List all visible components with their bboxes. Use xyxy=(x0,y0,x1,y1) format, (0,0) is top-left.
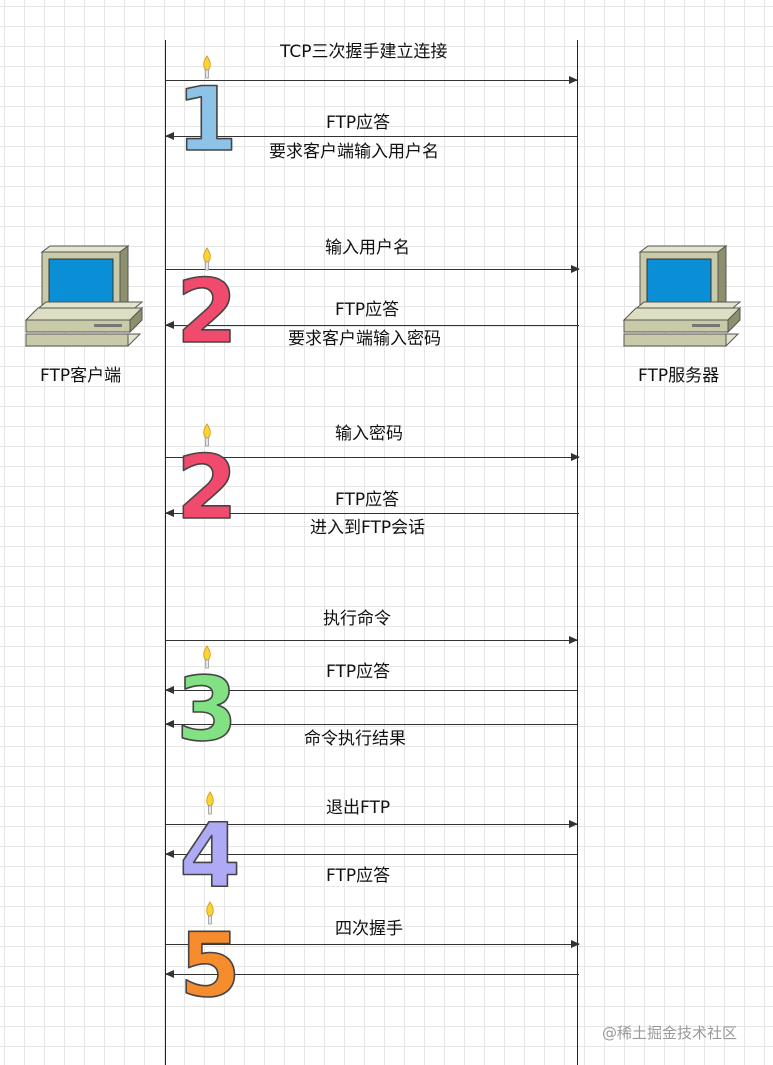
msg-command-result: 命令执行结果 xyxy=(304,729,406,749)
step-number: 5 xyxy=(179,914,240,1017)
arrow-server-to-client xyxy=(165,509,579,517)
msg-request-username: 要求客户端输入用户名 xyxy=(269,142,439,162)
client-lifeline xyxy=(165,40,166,1065)
server-screen xyxy=(646,258,712,304)
msg-ftp-reply: FTP应答 xyxy=(326,866,391,886)
arrow-server-to-client xyxy=(165,720,577,728)
client-label: FTP客户端 xyxy=(40,366,122,386)
msg-ftp-reply: FTP应答 xyxy=(326,113,391,133)
msg-input-password: 输入密码 xyxy=(335,424,403,444)
step-candle-3-icon: 3 xyxy=(172,642,242,762)
arrow-server-to-client xyxy=(165,686,577,694)
msg-ftp-reply: FTP应答 xyxy=(326,662,391,682)
msg-four-way-handshake: 四次握手 xyxy=(335,919,403,939)
msg-ftp-reply: FTP应答 xyxy=(335,490,400,510)
arrow-server-to-client xyxy=(165,970,579,978)
arrow-client-to-server xyxy=(166,453,580,461)
step-number: 2 xyxy=(176,436,237,539)
arrow-client-to-server xyxy=(166,265,580,273)
arrow-client-to-server xyxy=(166,820,578,828)
step-number: 4 xyxy=(179,804,240,907)
client-computer-icon xyxy=(24,245,144,347)
msg-tcp-handshake: TCP三次握手建立连接 xyxy=(280,42,448,62)
watermark: @稀土掘金技术社区 xyxy=(602,1024,738,1042)
client-screen xyxy=(48,258,114,304)
msg-execute-command: 执行命令 xyxy=(323,609,391,629)
arrow-client-to-server xyxy=(166,636,578,644)
step-number: 1 xyxy=(176,68,237,171)
step-candle-4-icon: 4 xyxy=(175,788,245,908)
server-label: FTP服务器 xyxy=(638,366,720,386)
step-candle-1-icon: 1 xyxy=(172,52,242,172)
step-candle-2-icon: 2 xyxy=(172,244,242,364)
arrow-server-to-client xyxy=(165,850,577,858)
step-number: 2 xyxy=(176,260,237,363)
msg-enter-session: 进入到FTP会话 xyxy=(310,518,426,538)
server-lifeline xyxy=(577,40,578,1065)
step-candle-2b-icon: 2 xyxy=(172,420,242,540)
msg-input-username: 输入用户名 xyxy=(325,238,410,258)
server-computer-icon xyxy=(622,245,742,347)
msg-ftp-reply: FTP应答 xyxy=(335,300,400,320)
msg-request-password: 要求客户端输入密码 xyxy=(288,329,441,349)
msg-quit-ftp: 退出FTP xyxy=(326,798,391,818)
arrow-server-to-client xyxy=(165,132,577,140)
arrow-client-to-server xyxy=(166,76,578,84)
step-candle-5-icon: 5 xyxy=(175,898,245,1018)
arrow-client-to-server xyxy=(166,940,580,948)
step-number: 3 xyxy=(176,658,237,761)
arrow-server-to-client xyxy=(165,321,579,329)
